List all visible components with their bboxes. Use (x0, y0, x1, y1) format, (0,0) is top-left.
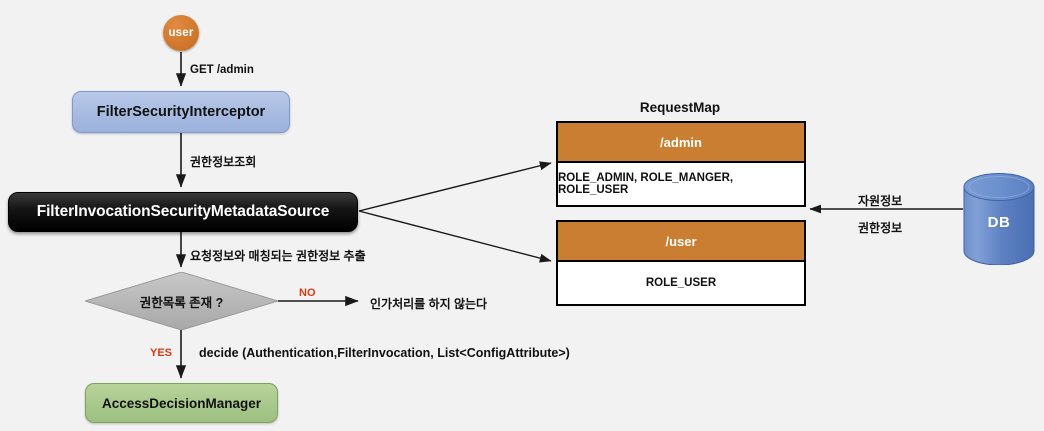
node-filter-security-interceptor[interactable]: FilterSecurityInterceptor (72, 91, 290, 133)
node-decision-label: 권한목록 존재 ? (139, 295, 224, 310)
node-skip-authorization-label: 인가처리를 하지 않는다 (370, 297, 488, 311)
request-map-row-admin[interactable]: /admin ROLE_ADMIN, ROLE_MANGER, ROLE_USE… (556, 121, 806, 207)
node-access-decision-manager-label: AccessDecisionManager (101, 395, 262, 411)
node-filter-invocation-security-metadata-source[interactable]: FilterInvocationSecurityMetadataSource (8, 192, 358, 232)
request-map-roles-admin: ROLE_ADMIN, ROLE_MANGER, ROLE_USER (558, 163, 804, 205)
request-map-row-user[interactable]: /user ROLE_USER (556, 220, 806, 306)
edge-label-query-authority: 권한정보조회 (190, 155, 257, 169)
request-map-roles-user: ROLE_USER (558, 262, 804, 304)
diamond-shape (85, 272, 278, 330)
node-access-decision-manager[interactable]: AccessDecisionManager (85, 383, 278, 423)
database-cylinder-icon (963, 173, 1035, 265)
node-filter-security-interceptor-label: FilterSecurityInterceptor (96, 104, 266, 120)
request-map-title: RequestMap (639, 99, 721, 115)
edge-label-db-authority: 권한정보 (858, 221, 903, 235)
edge-label-get-admin: GET /admin (190, 64, 254, 76)
edge-lookup-admin-line (358, 161, 552, 212)
node-database[interactable]: DB (963, 173, 1035, 265)
node-decision-has-authority-list[interactable]: 권한목록 존재 ? (85, 272, 278, 330)
edge-label-no: NO (299, 287, 316, 299)
request-map-path-admin: /admin (558, 123, 804, 163)
request-map-path-user: /user (558, 222, 804, 262)
actor-user-label: user (168, 27, 194, 39)
edge-label-decide-call: decide (Authentication,FilterInvocation,… (199, 346, 570, 360)
edge-lookup-user-line (358, 210, 552, 263)
edge-label-extract-authority: 요청정보와 매칭되는 권한정보 추출 (190, 249, 366, 263)
node-filter-invocation-security-metadata-source-label: FilterInvocationSecurityMetadataSource (36, 203, 330, 220)
edge-label-yes: YES (150, 347, 173, 359)
node-database-label: DB (987, 213, 1011, 231)
edge-label-db-resource: 자원정보 (858, 194, 903, 208)
actor-user[interactable]: user (163, 15, 199, 51)
